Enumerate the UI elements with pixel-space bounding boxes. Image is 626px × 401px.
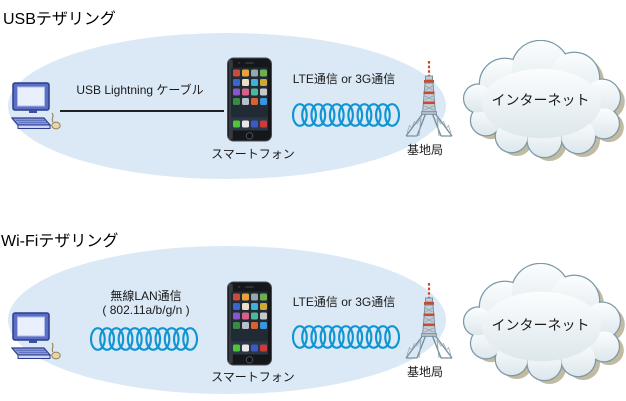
base-station-label: 基地局 bbox=[406, 365, 443, 379]
radio-wave-icon bbox=[292, 102, 400, 128]
smartphone-label: スマートフォン bbox=[211, 147, 295, 161]
smartphone-label: スマートフォン bbox=[211, 370, 295, 384]
internet-label: インターネット bbox=[491, 317, 590, 333]
wan-link-label: LTE通信 or 3G通信 bbox=[292, 72, 396, 86]
wlan-link-label: 無線LAN通信 bbox=[110, 289, 182, 303]
base-station-tower-icon bbox=[404, 61, 454, 141]
smartphone-icon bbox=[227, 281, 272, 366]
section-title-usb: USBテザリング bbox=[3, 11, 116, 28]
base-station-label: 基地局 bbox=[406, 143, 443, 157]
radio-wave-icon bbox=[90, 326, 198, 352]
radio-wave-icon bbox=[292, 324, 400, 350]
wan-link-label: LTE通信 or 3G通信 bbox=[292, 295, 396, 309]
base-station-tower-icon bbox=[404, 283, 454, 363]
desktop-computer-icon bbox=[11, 82, 61, 134]
wlan-standard-label: ( 802.11a/b/g/n ) bbox=[102, 303, 190, 317]
desktop-computer-icon bbox=[11, 312, 61, 364]
section-title-wifi: Wi-Fiテザリング bbox=[1, 233, 119, 250]
usb-cable-line bbox=[60, 110, 224, 112]
internet-label: インターネット bbox=[491, 92, 590, 108]
smartphone-icon bbox=[227, 57, 272, 142]
usb-cable-label: USB Lightning ケーブル bbox=[76, 83, 204, 97]
